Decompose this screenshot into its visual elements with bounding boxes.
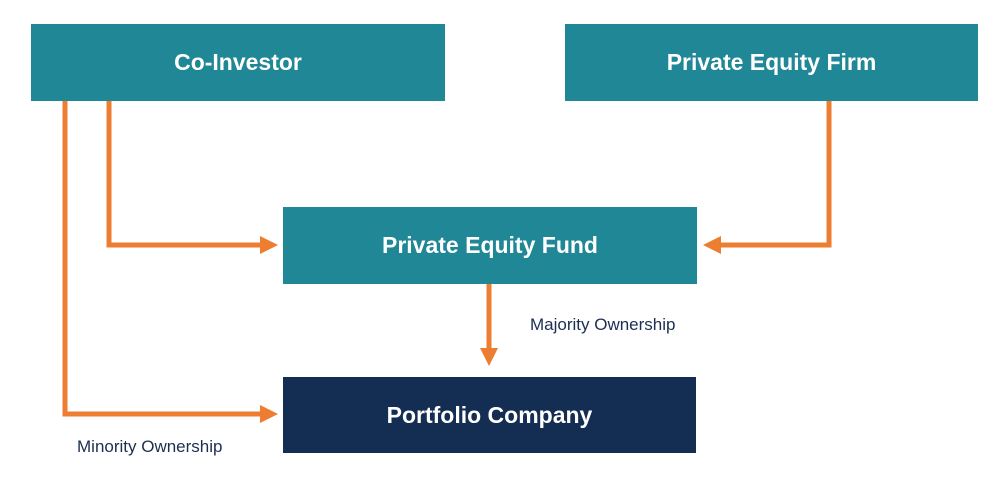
arrowhead-coinvestor-to-portfolio bbox=[260, 405, 278, 423]
arrow-firm-to-fund bbox=[720, 101, 832, 248]
private-equity-firm-label: Private Equity Firm bbox=[666, 49, 877, 75]
co-investor-node: Co-Investor bbox=[31, 24, 445, 101]
arrowhead-firm-to-fund bbox=[703, 236, 721, 254]
private-equity-fund-node: Private Equity Fund bbox=[283, 207, 697, 284]
co-investor-label: Co-Investor bbox=[174, 49, 302, 75]
arrowhead-coinvestor-to-fund bbox=[260, 236, 278, 254]
arrowhead-fund-to-portfolio bbox=[480, 348, 498, 366]
private-equity-fund-label: Private Equity Fund bbox=[382, 232, 598, 258]
arrow-coinvestor-to-portfolio bbox=[62, 101, 262, 417]
portfolio-company-node: Portfolio Company bbox=[283, 377, 696, 453]
minority-ownership-label: Minority Ownership bbox=[77, 437, 223, 456]
portfolio-company-label: Portfolio Company bbox=[386, 401, 593, 428]
arrow-coinvestor-to-fund bbox=[106, 101, 262, 248]
private-equity-firm-node: Private Equity Firm bbox=[565, 24, 978, 101]
majority-ownership-label: Majority Ownership bbox=[530, 315, 676, 334]
